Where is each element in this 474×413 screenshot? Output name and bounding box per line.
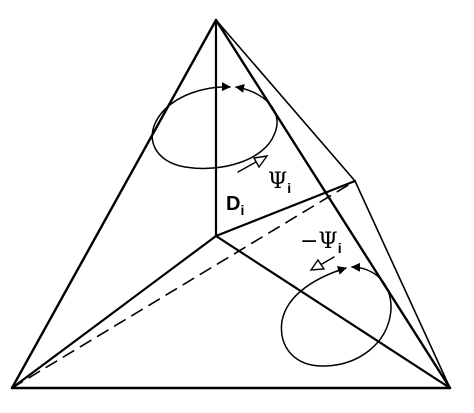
hidden-edge-dashed [11, 180, 356, 389]
inner-edge-center-to-right [214, 234, 452, 390]
outer-edge-top-left [10, 18, 218, 390]
d-label: Di [226, 193, 244, 218]
psi-direction-arrow [237, 155, 269, 173]
outer-edge-top-right [214, 18, 452, 390]
lower-rotation-arrow [280, 262, 392, 367]
inner-edge-center-to-left [10, 234, 218, 390]
inner-edge-midpoint-to-right [354, 180, 451, 389]
neg-psi-direction-arrow [309, 256, 335, 271]
neg-psi-label: −Ψi [300, 229, 342, 256]
inner-edge-center-to-midpoint [214, 179, 357, 238]
upper-rotation-arrow [151, 82, 278, 170]
inner-edge-apex-to-midpoint [215, 19, 356, 182]
psi-label: Ψi [268, 169, 291, 196]
